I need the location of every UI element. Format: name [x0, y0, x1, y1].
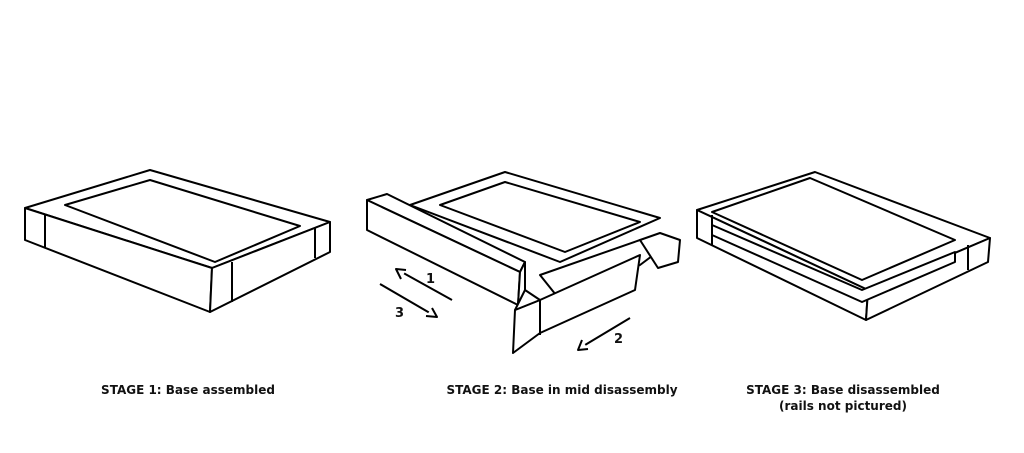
arrow-label-3: 3: [395, 306, 405, 321]
arrow-label-2: 2: [614, 332, 624, 347]
stage-1-label: STAGE 1: Base assembled: [101, 383, 275, 397]
stage-2-label: STAGE 2: Base in mid disassembly: [446, 383, 678, 397]
stage-3-drawing: [696, 171, 991, 321]
stage-3-sublabel: (rails not pictured): [779, 399, 907, 413]
stage-2-drawing: [366, 171, 681, 354]
arrow-label-1: 1: [426, 272, 436, 287]
stage-1-drawing: [24, 169, 331, 313]
stage-3-label: STAGE 3: Base disassembled: [746, 383, 940, 397]
